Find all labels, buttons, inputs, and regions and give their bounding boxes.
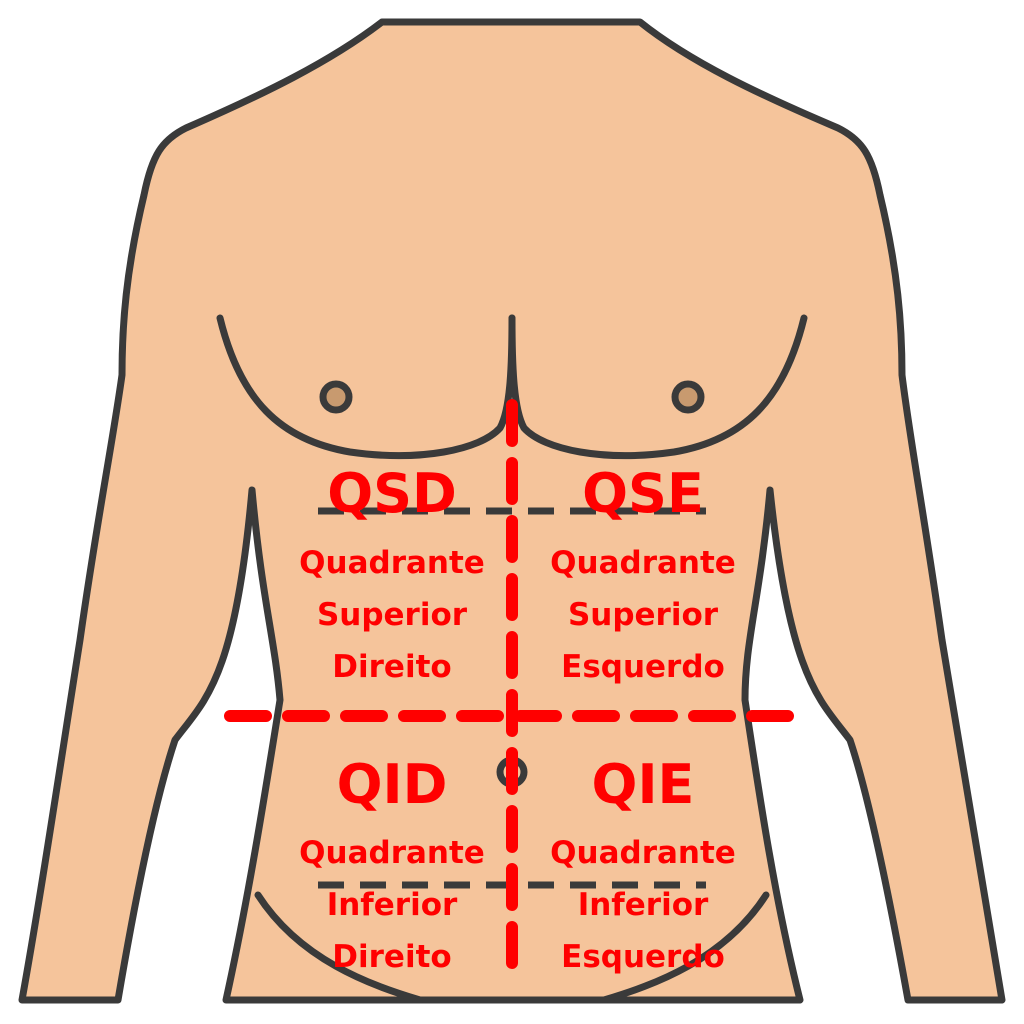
quadrant-upper-right-label: QSD Quadrante Superior Direito	[299, 462, 485, 685]
pectoral-line-right	[216, 314, 516, 460]
quadrant-code: QSD	[327, 462, 457, 525]
quadrant-name-line: Quadrante	[550, 835, 736, 871]
quadrant-name-line: Inferior	[578, 887, 709, 923]
quadrant-name-line: Direito	[332, 649, 451, 685]
quadrant-name-line: Quadrante	[550, 545, 736, 581]
pectoral-line-left	[508, 314, 808, 460]
quadrant-code: QID	[337, 753, 448, 816]
quadrant-name-line: Superior	[568, 597, 719, 633]
quadrant-name-line: Quadrante	[299, 835, 485, 871]
quadrant-lower-right-label: QID Quadrante Inferior Direito	[299, 753, 485, 975]
quadrant-name-line: Esquerdo	[561, 649, 725, 685]
quadrant-name-line: Esquerdo	[561, 939, 725, 975]
nipple-left	[671, 380, 705, 414]
quadrant-lower-left-label: QIE Quadrante Inferior Esquerdo	[550, 753, 736, 975]
nipple-right	[319, 380, 353, 414]
quadrant-code: QIE	[592, 753, 695, 816]
quadrant-upper-left-label: QSE Quadrante Superior Esquerdo	[550, 462, 736, 685]
quadrant-code: QSE	[582, 462, 704, 525]
quadrant-name-line: Superior	[317, 597, 468, 633]
quadrant-name-line: Inferior	[327, 887, 458, 923]
quadrant-name-line: Quadrante	[299, 545, 485, 581]
hip-line	[254, 891, 770, 1004]
quadrant-name-line: Direito	[332, 939, 451, 975]
